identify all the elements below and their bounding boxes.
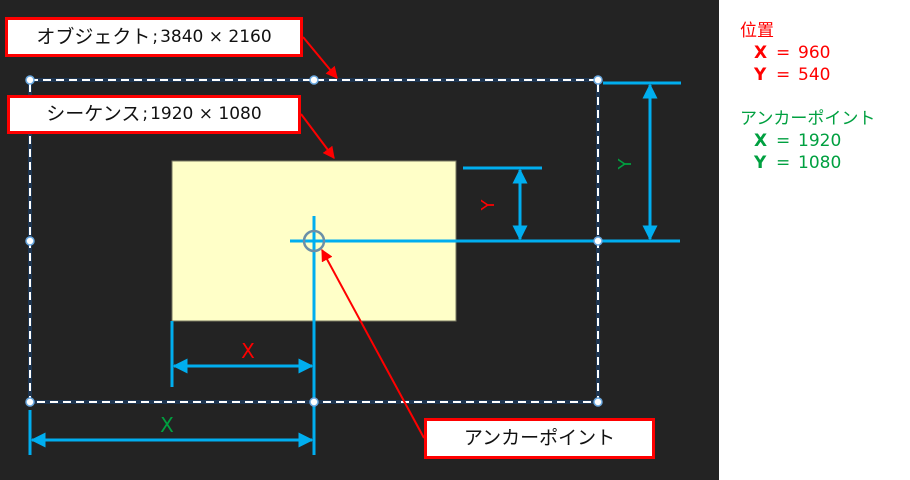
- object-handles: [25, 75, 603, 407]
- legend-panel: 位置 X=960 Y=540 アンカーポイント X=1920 Y=1080: [740, 20, 875, 196]
- object-callout: オブジェクト ; 3840 × 2160: [5, 17, 303, 57]
- anchor-y-dimension: [603, 81, 681, 241]
- anchor-point-icon[interactable]: [302, 229, 326, 253]
- anchor-callout-name: アンカーポイント: [463, 427, 616, 449]
- anchor-x-dimension: [28, 410, 314, 455]
- handle-bottom-right[interactable]: [593, 397, 603, 407]
- legend-anchor-y: Y=1080: [754, 153, 842, 173]
- legend-position-y-value: 540: [798, 65, 831, 85]
- legend-anchor-y-value: 1080: [798, 153, 842, 173]
- legend-position-x: X=960: [754, 43, 831, 63]
- handle-top-middle[interactable]: [309, 75, 319, 85]
- object-callout-name: オブジェクト: [36, 25, 151, 48]
- position-x-dimension: [170, 321, 314, 387]
- handle-middle-right[interactable]: [593, 236, 603, 246]
- handle-bottom-middle[interactable]: [309, 397, 319, 407]
- legend-position: 位置 X=960 Y=540: [740, 20, 875, 86]
- anchor-y-label: Y: [615, 158, 636, 171]
- legend-position-x-value: 960: [798, 43, 831, 63]
- sequence-callout-separator: ;: [142, 104, 149, 124]
- sequence-callout-dims: 1920 × 1080: [150, 104, 262, 124]
- handle-middle-left[interactable]: [25, 236, 35, 246]
- legend-position-title: 位置: [740, 21, 774, 41]
- object-callout-separator: ;: [152, 26, 159, 47]
- handle-top-right[interactable]: [593, 75, 603, 85]
- position-y-label: Y: [478, 199, 499, 212]
- legend-anchor-x-value: 1920: [798, 131, 842, 151]
- handle-bottom-left[interactable]: [25, 397, 35, 407]
- anchor-callout-pointer: [321, 248, 425, 439]
- object-callout-dims: 3840 × 2160: [160, 26, 272, 47]
- sequence-callout-name: シーケンス: [46, 103, 141, 125]
- legend-anchor-x: X=1920: [754, 131, 842, 151]
- position-x-label: X: [241, 339, 255, 363]
- legend-anchor-point: アンカーポイント X=1920 Y=1080: [740, 108, 875, 174]
- position-y-dimension: [463, 166, 542, 241]
- legend-position-y: Y=540: [754, 65, 831, 85]
- legend-anchor-title: アンカーポイント: [740, 109, 876, 129]
- anchor-x-label: X: [160, 413, 174, 437]
- object-callout-pointer: [302, 36, 338, 79]
- sequence-callout-pointer: [300, 113, 335, 159]
- handle-top-left[interactable]: [25, 75, 35, 85]
- sequence-callout: シーケンス ; 1920 × 1080: [7, 95, 301, 134]
- anchor-callout: アンカーポイント: [424, 418, 655, 459]
